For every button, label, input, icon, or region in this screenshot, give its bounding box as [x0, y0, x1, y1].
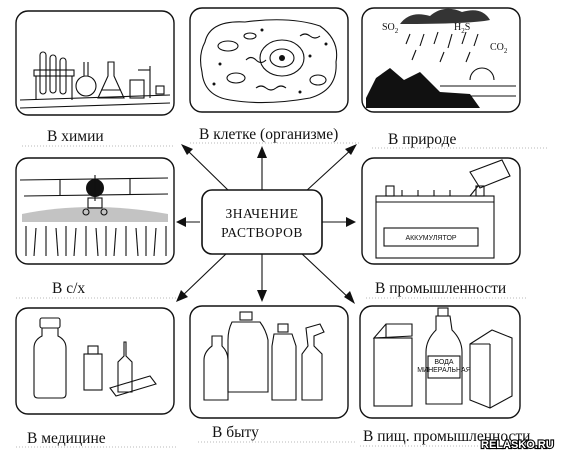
household-bottles-icon — [203, 311, 325, 401]
center-box: ЗНАЧЕНИЕ РАСТВОРОВ — [201, 189, 323, 255]
water-label-line2: МИНЕРАЛЬНАЯ — [417, 367, 471, 374]
label-industry: В промышленности — [375, 280, 506, 297]
food-packages-icon: ВОДА МИНЕРАЛЬНАЯ — [372, 307, 513, 409]
label-chemistry: В химии — [47, 128, 104, 145]
arrow-to-nature — [304, 147, 354, 193]
cell-icon — [199, 19, 338, 104]
food-industry-picture-frame — [359, 305, 521, 419]
center-title-line2: РАСТВОРОВ — [221, 225, 303, 240]
label-medicine: В медицине — [27, 430, 106, 447]
center-title-line1: ЗНАЧЕНИЕ — [226, 206, 299, 221]
arrow-to-medicine — [179, 251, 229, 299]
arrow-to-chemistry — [184, 147, 231, 193]
panel-food-industry: ВОДА МИНЕРАЛЬНАЯ В пищ. промышленности — [359, 305, 540, 447]
battery-label: АККУМУЛЯТОР — [405, 235, 456, 242]
industry-picture-frame — [361, 157, 521, 265]
crop-duster-plane-icon — [19, 175, 169, 257]
cell-picture-frame — [189, 7, 349, 113]
arrows — [176, 144, 357, 304]
agriculture-picture-frame — [15, 157, 175, 265]
water-label-line1: ВОДА — [434, 359, 453, 366]
medicine-bottles-icon — [33, 317, 157, 399]
panel-agriculture: В с/х — [15, 157, 176, 299]
lab-glassware-icon — [19, 51, 171, 109]
panel-cell: В клетке (организме) — [189, 7, 360, 144]
panel-household: В быту — [189, 305, 356, 443]
watermark: RELASKO.RU — [481, 439, 554, 451]
label-nature: В природе — [388, 131, 456, 148]
label-agriculture: В с/х — [52, 280, 85, 297]
label-cell: В клетке (организме) — [199, 126, 338, 143]
household-picture-frame — [189, 305, 349, 419]
panel-industry: АККУМУЛЯТОР В промышленности — [361, 157, 528, 299]
so2-label: SO2 — [382, 22, 399, 35]
panel-chemistry: В химии — [15, 10, 175, 147]
label-food-industry: В пищ. промышленности — [363, 428, 530, 445]
arrow-to-food-industry — [299, 251, 352, 301]
battery-icon: АККУМУЛЯТОР — [375, 159, 511, 259]
co2-label: CO2 — [490, 42, 508, 55]
panel-medicine: В медицине — [15, 307, 178, 448]
h2s-label: H2S — [454, 22, 470, 35]
medicine-picture-frame — [15, 307, 175, 415]
nature-icon: SO2 H2S CO2 — [366, 8, 516, 108]
panel-nature: SO2 H2S CO2 В природе — [361, 7, 548, 149]
label-household: В быту — [212, 424, 259, 441]
